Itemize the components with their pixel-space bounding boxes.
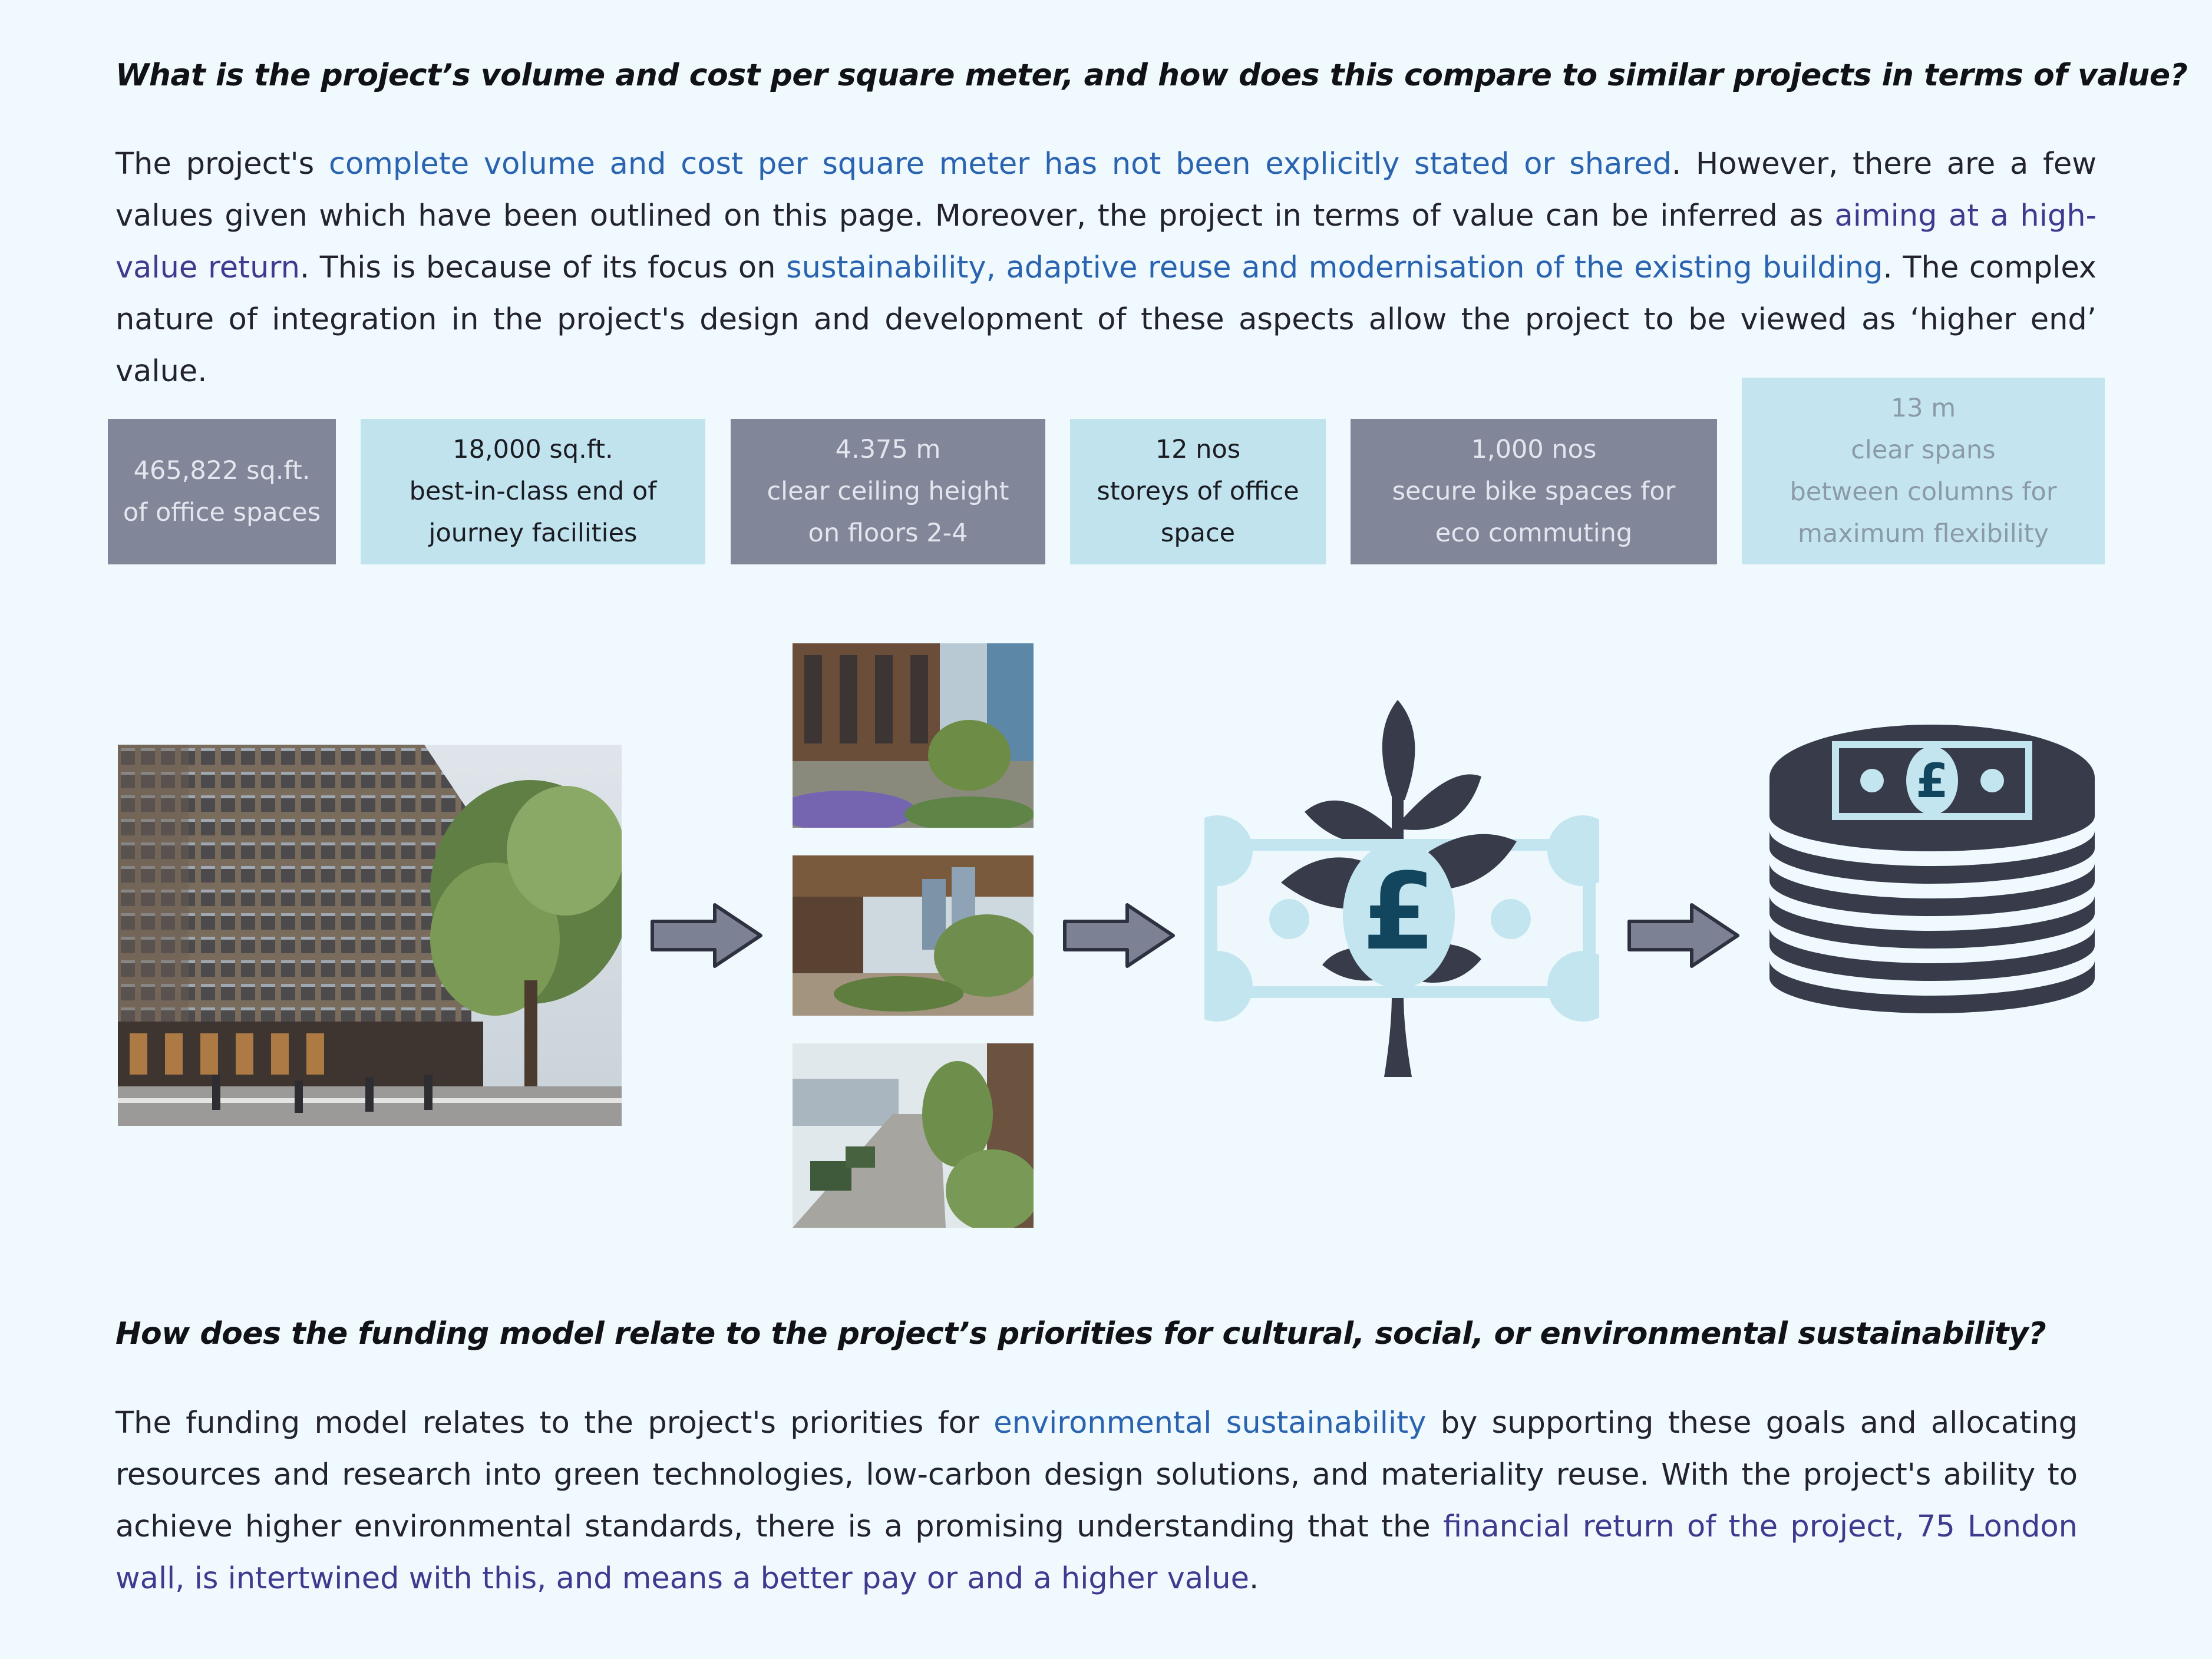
stat-storeys: 12 nos storeys of office space <box>1070 419 1326 564</box>
stat-label: eco commuting <box>1435 518 1633 548</box>
terrace-photo-2 <box>793 855 1034 1016</box>
stat-journey-facilities: 18,000 sq.ft. best-in-class end of journ… <box>361 419 705 564</box>
highlight-financial-return: financial return of the project, 75 Lond… <box>115 1509 2078 1596</box>
coin-stack-icon: £ <box>1769 725 2095 1013</box>
arrow-right-icon <box>651 903 762 968</box>
para-text: . The complex nature of integration in t… <box>115 250 2097 389</box>
stat-value: 13 m <box>1890 393 1956 423</box>
highlight-environmental: environmental sustainability <box>993 1406 1427 1440</box>
stat-clear-spans: 13 m clear spans between columns for max… <box>1742 378 2105 564</box>
stat-label: journey facilities <box>428 518 638 548</box>
pound-symbol: £ <box>1916 754 1949 808</box>
paragraph-funding-model: The funding model relates to the project… <box>115 1397 2078 1605</box>
stat-label: of office spaces <box>123 497 321 527</box>
stat-value: 465,822 sq.ft. <box>133 455 311 485</box>
para-text: The funding model relates to the project… <box>115 1406 994 1440</box>
pound-symbol: £ <box>1362 851 1435 974</box>
stat-label: space <box>1160 518 1236 548</box>
money-plant-icon: £ <box>1204 700 1599 1077</box>
para-text: . <box>1249 1561 1259 1596</box>
stat-label: maximum flexibility <box>1798 518 2049 548</box>
stat-office-space: 465,822 sq.ft. of office spaces <box>108 419 336 564</box>
stat-label: best-in-class end of <box>409 477 657 506</box>
paragraph-volume-cost: The project's complete volume and cost p… <box>115 138 2097 398</box>
stat-label: between columns for <box>1790 477 2057 507</box>
stat-value: 12 nos <box>1155 435 1241 464</box>
arrow-right-icon <box>1627 903 1739 968</box>
stat-value: 4.375 m <box>835 435 941 464</box>
question-heading-volume-cost: What is the project’s volume and cost pe… <box>115 58 2188 93</box>
stat-label: storeys of office <box>1097 477 1299 506</box>
stat-label: clear ceiling height <box>767 477 1009 506</box>
para-text: . However, there are a few values given … <box>115 147 2097 233</box>
stat-value: 1,000 nos <box>1471 435 1597 464</box>
building-photo <box>118 745 622 1126</box>
para-text: by supporting these goals and allocating… <box>115 1406 2078 1544</box>
terrace-photo-1 <box>793 643 1034 828</box>
para-text: . This is because of its focus on <box>299 250 787 285</box>
stat-label: clear spans <box>1851 435 1996 465</box>
highlight-high-value: aiming at a high-value return <box>115 199 2097 285</box>
highlight-sustainability: sustainability, adaptive reuse and moder… <box>786 250 1883 285</box>
stat-bike-spaces: 1,000 nos secure bike spaces for eco com… <box>1351 419 1717 564</box>
stat-value: 18,000 sq.ft. <box>453 435 613 464</box>
terrace-photo-3 <box>793 1043 1034 1228</box>
stat-label: on floors 2-4 <box>808 518 968 548</box>
stat-ceiling-height: 4.375 m clear ceiling height on floors 2… <box>731 419 1045 564</box>
question-heading-funding-model: How does the funding model relate to the… <box>115 1316 2046 1351</box>
stat-label: secure bike spaces for <box>1392 477 1676 506</box>
para-text: The project's <box>115 147 329 181</box>
highlight-not-stated: complete volume and cost per square mete… <box>328 147 1672 181</box>
arrow-right-icon <box>1063 903 1175 968</box>
